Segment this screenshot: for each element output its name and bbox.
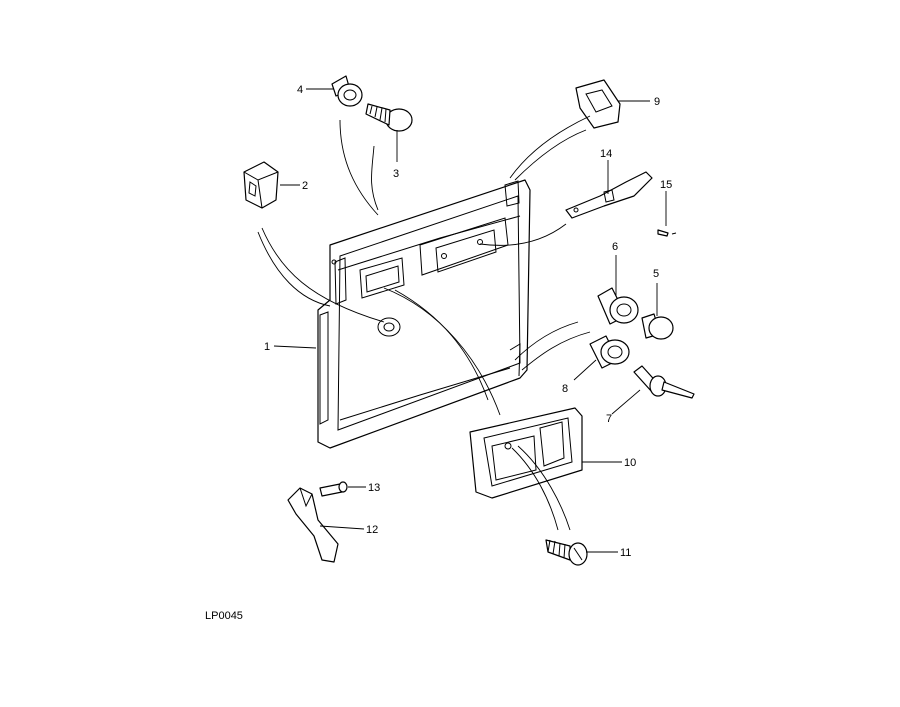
callout-3: 3	[393, 168, 399, 180]
assembly-lines	[257, 115, 591, 531]
part-7-rivet	[633, 365, 695, 399]
callout-4: 4	[297, 84, 303, 96]
part-11-screw	[545, 539, 588, 566]
part-12-bracket	[287, 487, 339, 563]
callout-13: 13	[368, 482, 380, 494]
callout-5: 5	[653, 268, 659, 280]
part-6-bush	[597, 287, 639, 325]
callout-14: 14	[600, 148, 612, 160]
part-10-handle-bezel	[469, 407, 583, 499]
part-3-fastener	[365, 103, 413, 132]
callout-7: 7	[606, 413, 612, 425]
part-8-bush	[589, 335, 630, 369]
callout-12: 12	[366, 524, 378, 536]
part-15-small-screw	[657, 229, 677, 237]
part-4-grommet	[331, 75, 363, 107]
callout-1: 1	[264, 341, 270, 353]
leader-lines	[273, 88, 667, 553]
callout-labels: 1 2 3 4 5 6 7 8 9 10 11 12 13 14 15	[264, 84, 672, 559]
figure-code: LP0045	[205, 610, 243, 622]
part-9-escutcheon	[575, 79, 621, 129]
part-5-plug	[641, 313, 674, 340]
part-13-screw	[319, 481, 348, 497]
callout-6: 6	[612, 241, 618, 253]
callout-11: 11	[620, 547, 631, 559]
callout-8: 8	[562, 383, 568, 395]
door-trim-panel	[317, 179, 531, 449]
part-2-clip	[243, 161, 279, 209]
callout-10: 10	[624, 457, 636, 469]
callout-2: 2	[302, 180, 308, 192]
part-14-pull-handle	[565, 171, 653, 219]
callout-9: 9	[654, 96, 660, 108]
callout-15: 15	[660, 179, 672, 191]
